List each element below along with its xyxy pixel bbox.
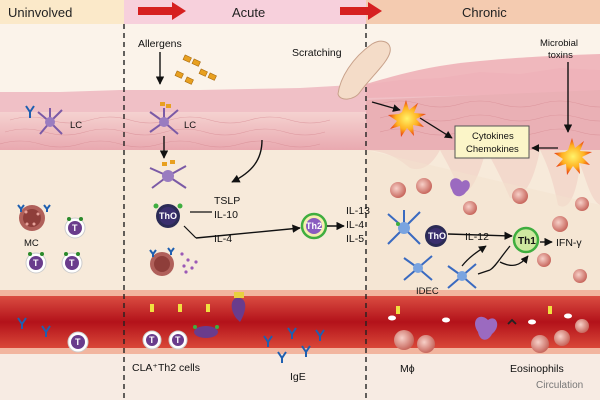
allergen-particles-icon: [174, 54, 217, 85]
phase-arrow-2-icon: [340, 2, 382, 20]
antibodies-vessel-uninvolved: [17, 317, 51, 337]
svg-text:T: T: [72, 223, 78, 233]
label-il13: IL-13: [346, 205, 370, 217]
t-cell-vessel-1: T: [67, 331, 89, 353]
th0-cell-acute: ThO: [153, 203, 183, 228]
svg-text:T: T: [33, 258, 39, 268]
label-lc-uninvolved: LC: [70, 120, 82, 131]
svg-text:Th1: Th1: [518, 236, 536, 247]
label-circulation: Circulation: [536, 380, 583, 391]
label-allergens: Allergens: [138, 38, 182, 50]
label-microbial-1: Microbial: [540, 38, 578, 49]
svg-text:T: T: [175, 335, 181, 345]
label-il10: IL-10: [214, 209, 238, 221]
lower-tissue: [0, 354, 600, 400]
label-scratching: Scratching: [292, 47, 342, 59]
header-uninvolved-band: [0, 0, 124, 24]
label-macrophage: Mϕ: [400, 363, 415, 375]
svg-text:T: T: [149, 335, 155, 345]
langerhans-cell-acute: [149, 102, 179, 135]
t-cell-1: T: [64, 217, 86, 239]
label-il5: IL-5: [346, 233, 364, 245]
svg-text:ThO: ThO: [159, 211, 177, 221]
idec-cell-1: [387, 210, 421, 245]
ige-antibodies: [263, 327, 325, 363]
label-il12: IL-12: [465, 231, 489, 243]
label-cytokines: Cytokines: [472, 131, 514, 142]
injury-burst-icon: [388, 100, 426, 137]
svg-text:Th2: Th2: [306, 221, 322, 231]
phase-acute-label: Acute: [232, 5, 265, 20]
langerhans-cell-uninvolved: [37, 108, 63, 135]
label-idec: IDEC: [416, 286, 439, 297]
migrating-t-cell: [231, 297, 246, 322]
svg-text:ThO: ThO: [428, 231, 446, 241]
label-mc: MC: [24, 238, 39, 249]
t-cell-2: T: [25, 252, 47, 274]
finger-icon: [337, 40, 391, 100]
mast-cell-uninvolved: [17, 204, 51, 231]
idec-cell-2: [403, 255, 433, 281]
th0-cell-chronic: ThO: [425, 225, 447, 247]
macrophage-dermis: [450, 178, 470, 197]
eosinophils-vessel: [507, 318, 589, 353]
mast-cell-acute: [149, 247, 198, 276]
label-eosinophils: Eosinophils: [510, 363, 564, 375]
idec-cell-3: [447, 263, 477, 289]
label-il4b: IL-4: [346, 219, 364, 231]
label-chemokines: Chemokines: [466, 144, 519, 155]
macrophage-vessel: [394, 316, 498, 353]
th1-cell: Th1: [512, 226, 540, 254]
svg-text:T: T: [75, 337, 81, 347]
cla-th2-cells: T T: [142, 292, 246, 350]
svg-text:T: T: [69, 258, 75, 268]
header-chronic-band: [366, 0, 600, 24]
label-cla-th2: CLA⁺Th2 cells: [132, 362, 200, 374]
langerhans-cell-dermis: [149, 160, 187, 189]
label-ige: IgE: [290, 371, 306, 383]
t-cell-3: T: [61, 252, 83, 274]
toxin-burst-icon: [554, 138, 592, 175]
antibody-icon: [25, 105, 35, 118]
label-microbial-2: toxins: [548, 50, 573, 61]
phase-uninvolved-label: Uninvolved: [8, 5, 72, 20]
th2-cell: Th2: [300, 212, 328, 240]
label-tslp: TSLP: [214, 195, 240, 207]
phase-chronic-label: Chronic: [462, 5, 507, 20]
thickened-corneum: [366, 54, 600, 98]
label-ifn-gamma: IFN-γ: [556, 237, 582, 249]
cytokines-box: Cytokines Chemokines: [454, 125, 530, 159]
eosinophils-dermis: [390, 178, 589, 283]
phase-arrow-1-icon: [138, 2, 186, 20]
blood-vessel: [0, 290, 600, 354]
label-lc-acute: LC: [184, 120, 196, 131]
